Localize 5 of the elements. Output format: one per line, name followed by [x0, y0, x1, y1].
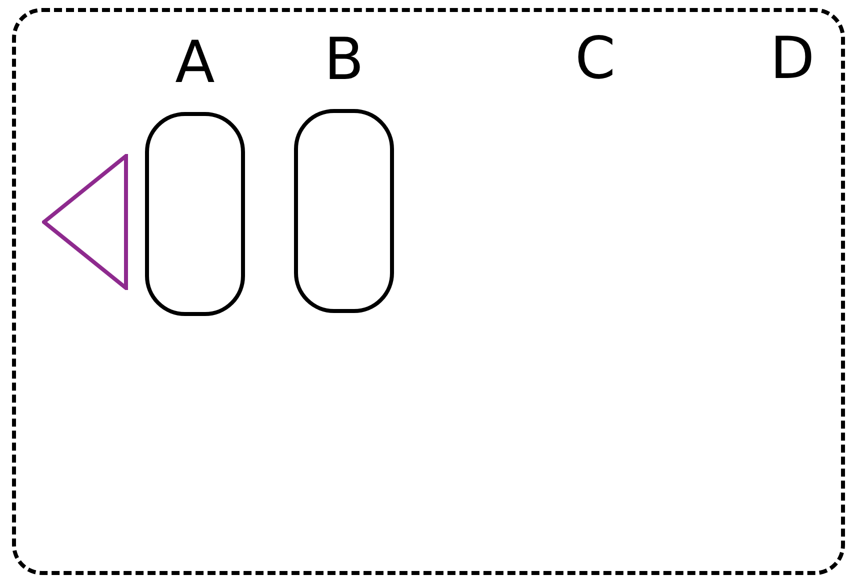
dashed-frame	[12, 8, 845, 575]
column-letter: A	[175, 32, 215, 92]
column-letter: D	[770, 28, 815, 88]
column-letter: B	[324, 29, 364, 89]
column-letter: C	[575, 28, 616, 88]
